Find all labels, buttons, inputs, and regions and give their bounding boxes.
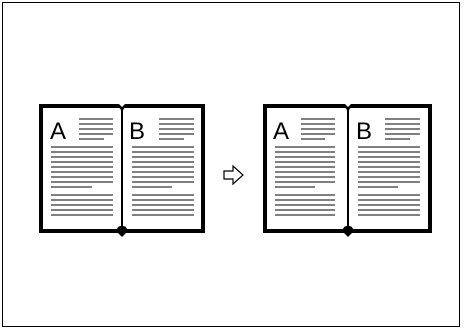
left-page-letter: A xyxy=(50,118,66,145)
open-book-after: A B xyxy=(263,104,432,237)
right-page-letter: B xyxy=(356,118,372,145)
left-page-letter: A xyxy=(273,118,289,145)
right-page-letter: B xyxy=(129,118,145,145)
open-book-before: A B xyxy=(39,104,205,237)
hollow-right-arrow-icon xyxy=(224,166,243,184)
